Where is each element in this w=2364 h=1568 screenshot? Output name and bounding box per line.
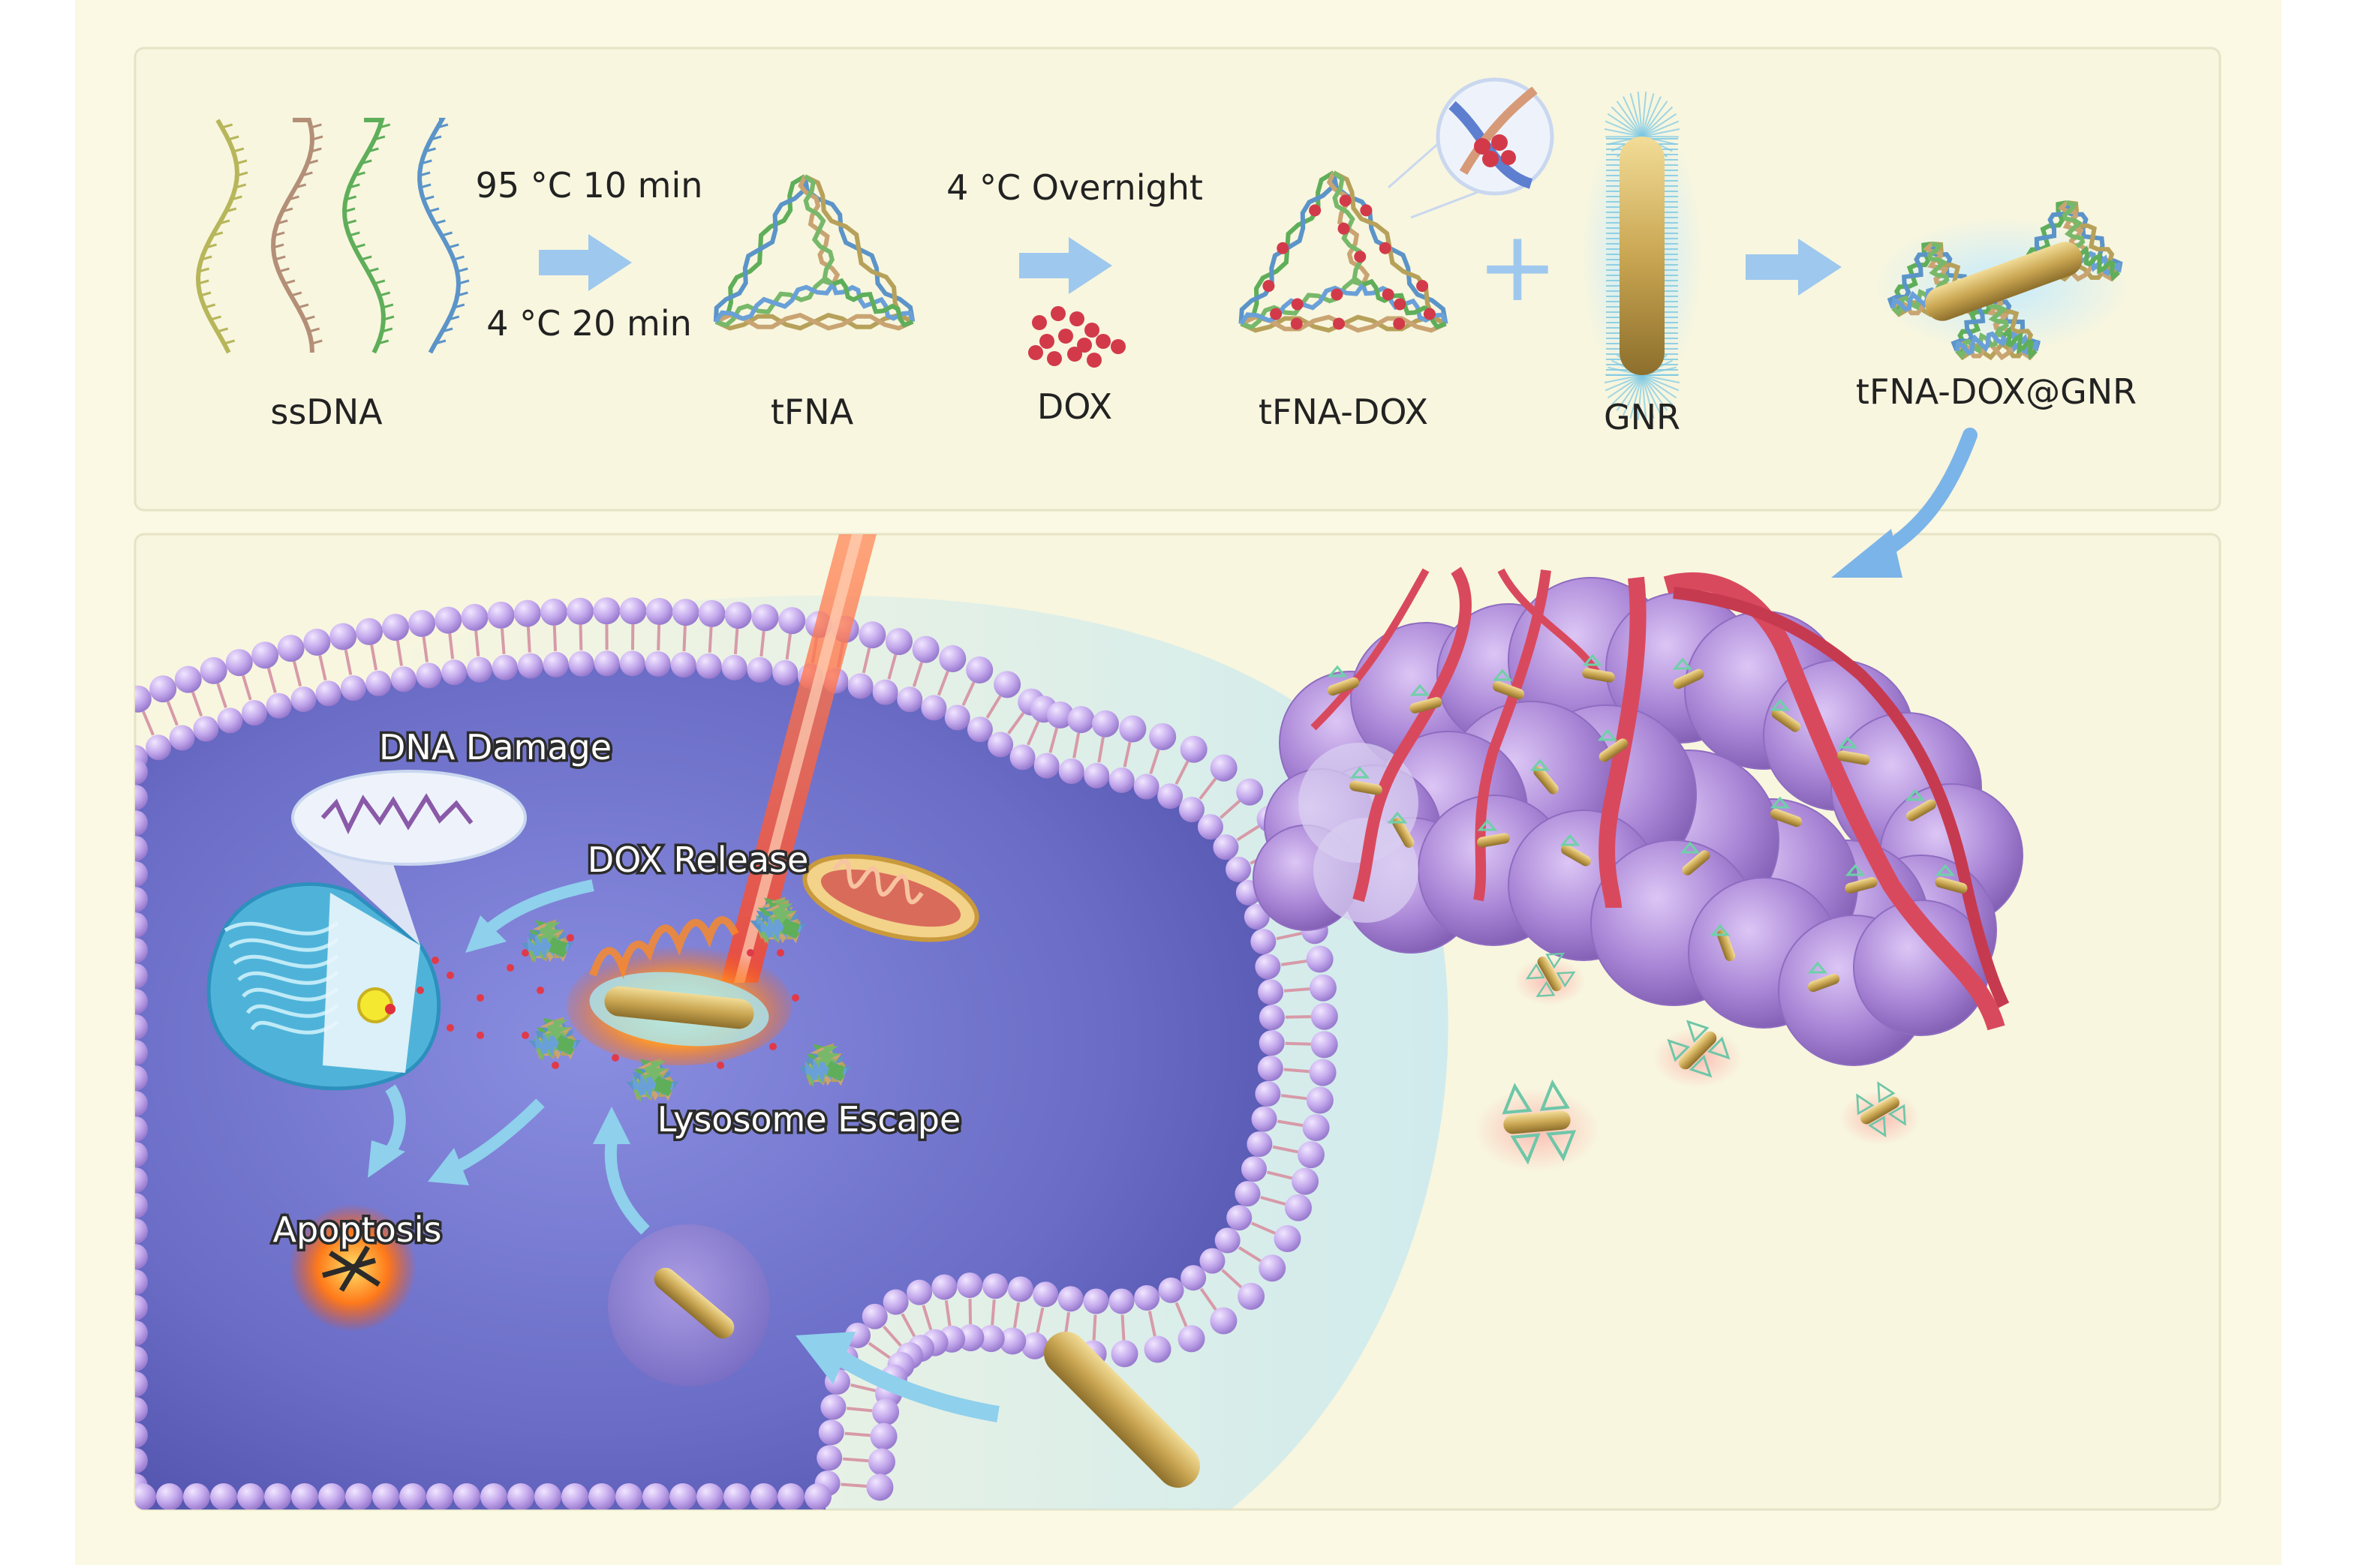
plus-sign: + [1477,209,1559,323]
dox-release-label: DOX Release [588,840,809,880]
tfna-dox-label: tFNA-DOX [1259,392,1428,432]
endosome-vesicle [608,1224,770,1386]
gnr-label: GNR [1604,397,1680,437]
cool-step-label: 4 °C 20 min [486,303,692,344]
incubation-step-label: 4 °C Overnight [946,167,1203,208]
lysosome-escape-label: Lysosome Escape [657,1099,961,1140]
dox-label: DOX [1037,386,1112,427]
tfna-label: tFNA [771,392,854,432]
ssdna-label: ssDNA [270,392,383,432]
complex-label: tFNA-DOX@GNR [1856,371,2137,412]
apoptosis-label: Apoptosis [273,1209,442,1250]
heat-step-label: 95 °C 10 min [476,165,703,206]
dna-damage-label: DNA Damage [379,727,612,767]
